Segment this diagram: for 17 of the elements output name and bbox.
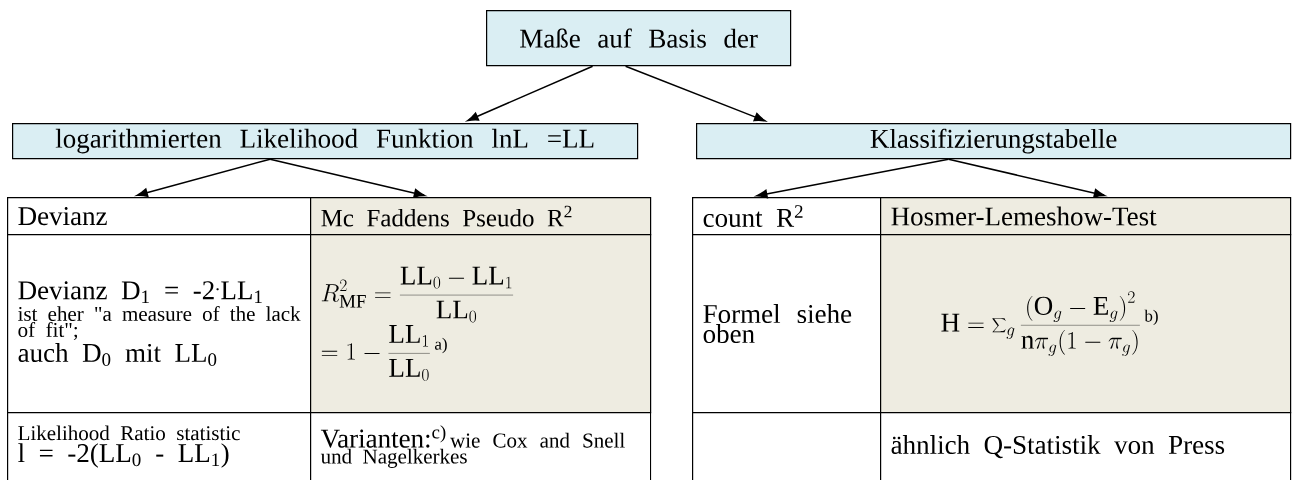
arrow: [624, 65, 766, 122]
heading-box: Maße auf Basis der: [486, 10, 792, 67]
table-cell: Devianz: [7, 197, 312, 236]
arrow: [756, 158, 950, 199]
arrow: [947, 158, 1106, 198]
arrow: [467, 65, 594, 122]
table-cell: Likelihood Ratio statistic l = -2(LL$_{0}$ - LL$_{1}$): [7, 412, 312, 480]
table-cell: count R$^{2}$: [692, 197, 882, 236]
arrow: [136, 158, 271, 198]
node-label: Likelihood Ratio statistic: [18, 425, 240, 441]
arrow: [269, 158, 426, 198]
table-cell: Hosmer-Lemeshow-Test: [880, 197, 1292, 236]
node-label: l = -2(LL$_{0}$ - LL$_{1}$): [18, 443, 229, 468]
table-cell: Mc Faddens Pseudo R$^{2}$: [310, 197, 652, 236]
category-box: Klassifizierungstabelle: [696, 123, 1292, 160]
table-cell: Varianten:$^{c)}$ wie Cox and Snell und Nagelkerkes: [310, 412, 652, 480]
category-box: logarithmierten Likelihood Funktion lnL =LL: [12, 123, 639, 160]
